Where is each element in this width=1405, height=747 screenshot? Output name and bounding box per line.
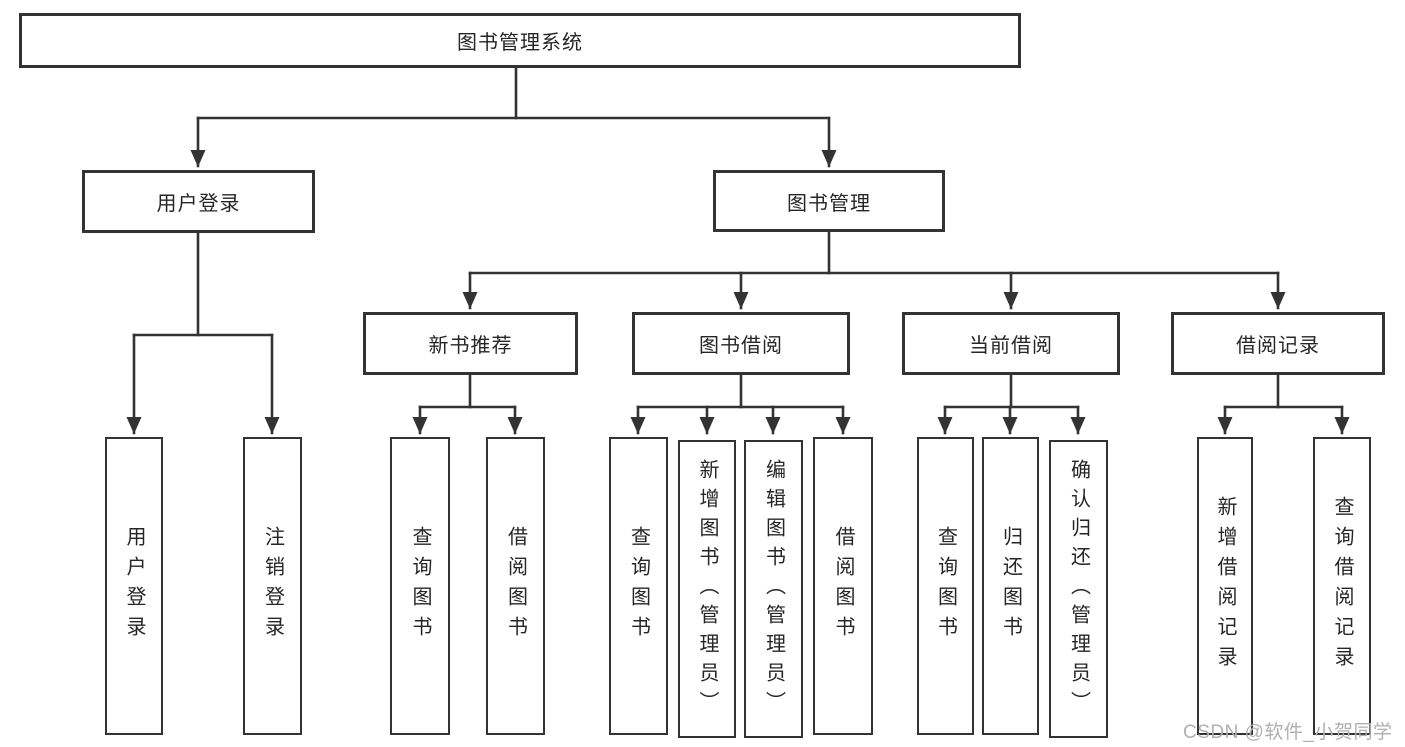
node-label: 查询图书 [627,526,650,646]
node-label: 确认归还（管理员） [1067,458,1090,720]
node-new-book-recommendation: 新书推荐 [363,312,578,375]
node-label: 借阅图书 [832,526,854,646]
leaf-edit-book-admin: 编辑图书（管理员） [744,440,803,738]
node-label: 用户登录 [156,193,241,215]
leaf-add-book-admin: 新增图书（管理员） [678,440,736,738]
leaf-confirm-return-admin: 确认归还（管理员） [1049,440,1108,738]
node-user-login: 用户登录 [82,170,315,233]
csdn-watermark: CSDN @软件_小贺同学 [1183,722,1393,743]
node-label: 用户登录 [123,526,145,646]
node-label: 借阅图书 [504,526,527,646]
node-current-borrowing: 当前借阅 [902,312,1120,375]
leaf-query-books-current: 查询图书 [917,437,974,735]
node-library-management-system: 图书管理系统 [19,13,1021,68]
node-label: 查询图书 [409,526,431,646]
node-label: 图书管理系统 [457,32,583,54]
node-label: 注销登录 [261,526,284,646]
leaf-borrow-books: 借阅图书 [813,437,873,735]
node-label: 借阅记录 [1236,335,1320,357]
leaf-borrow-books-recommend: 借阅图书 [486,437,545,735]
node-label: 新增图书（管理员） [696,458,718,720]
node-label: 归还图书 [999,526,1022,646]
node-label: 新书推荐 [428,335,513,357]
node-label: 图书管理 [787,192,871,215]
node-label: 编辑图书（管理员） [762,458,785,720]
node-book-borrowing: 图书借阅 [632,312,850,375]
leaf-add-borrow-record: 新增借阅记录 [1197,437,1253,735]
leaf-query-borrow-record: 查询借阅记录 [1313,437,1371,735]
leaf-return-books: 归还图书 [982,437,1039,735]
node-label: 查询借阅记录 [1331,496,1353,676]
node-label: 新增借阅记录 [1214,496,1236,676]
leaf-user-login: 用户登录 [105,437,163,735]
node-label: 当前借阅 [969,335,1053,357]
node-borrowing-records: 借阅记录 [1171,312,1385,375]
node-book-management: 图书管理 [713,170,945,232]
leaf-logout: 注销登录 [243,437,302,735]
leaf-query-books-recommend: 查询图书 [390,437,450,735]
leaf-query-books-borrow: 查询图书 [609,437,668,735]
node-label: 查询图书 [934,526,957,646]
node-label: 图书借阅 [699,335,783,357]
